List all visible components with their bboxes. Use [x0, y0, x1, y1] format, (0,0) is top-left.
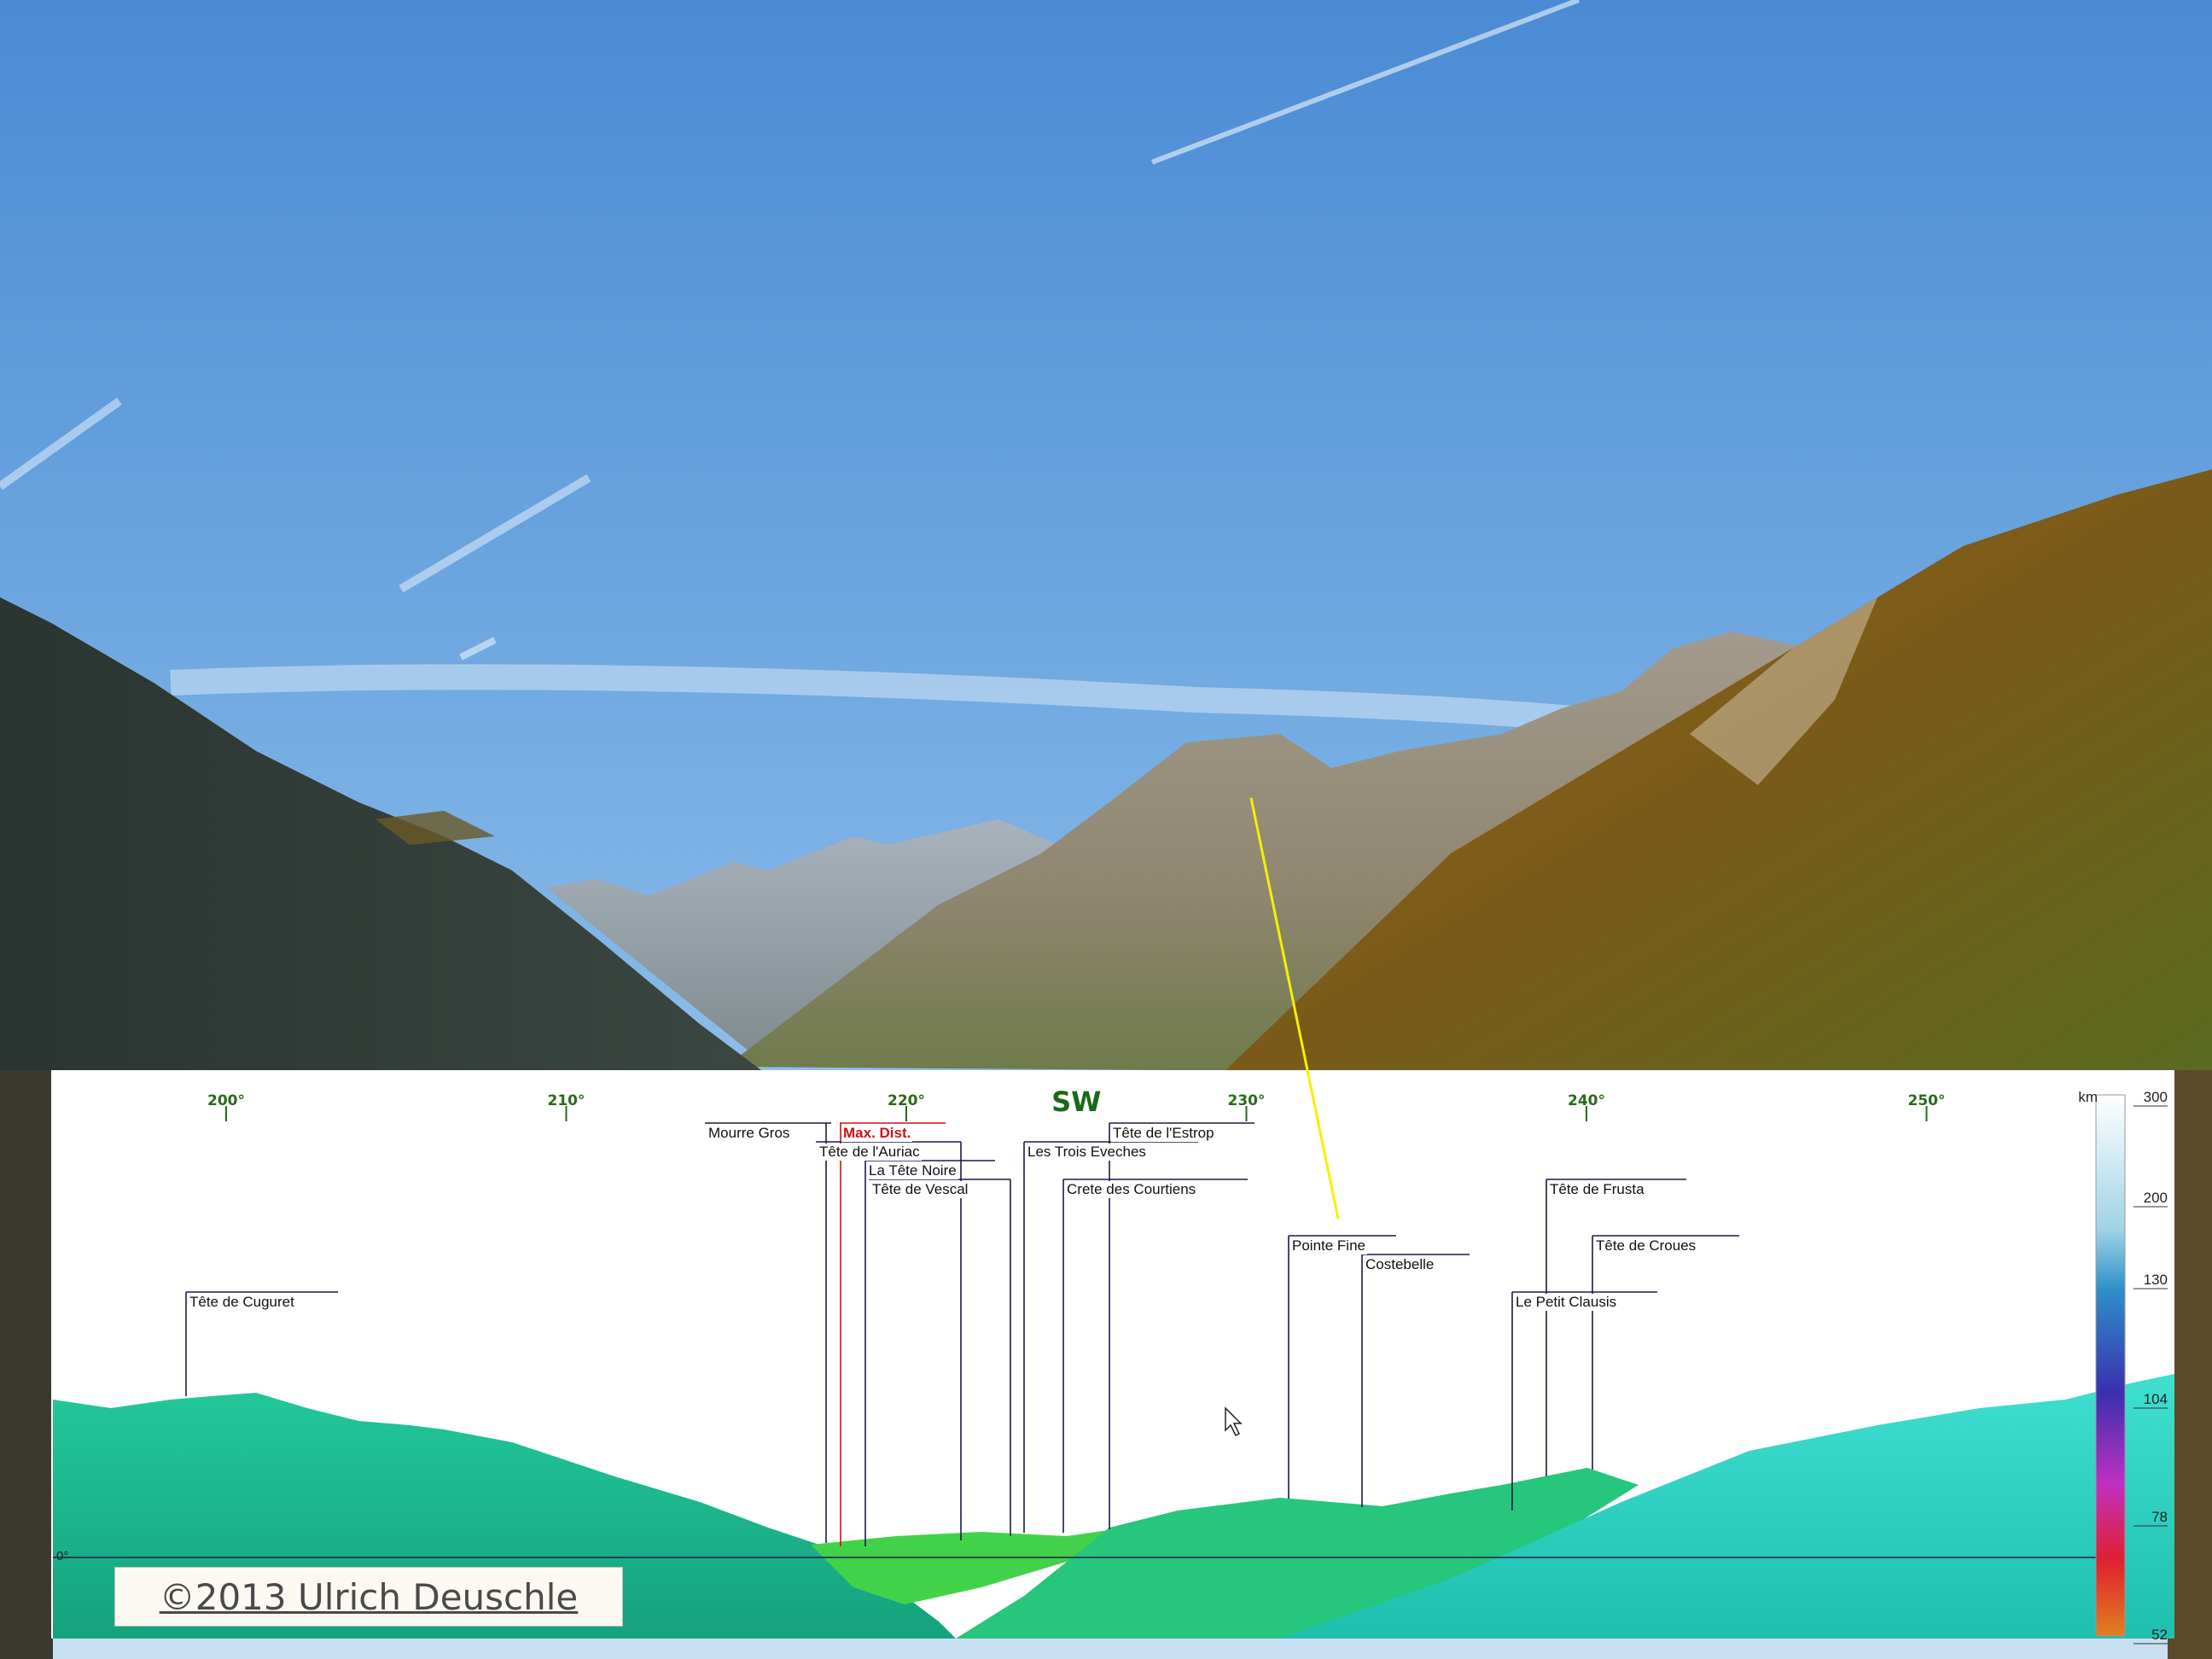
- horizon-zero-label: 0°: [56, 1549, 69, 1563]
- mouse-cursor: [1225, 1406, 1243, 1437]
- copyright-text: ©2013 Ulrich Deuschle: [159, 1575, 579, 1618]
- copyright-badge: ©2013 Ulrich Deuschle: [114, 1567, 623, 1627]
